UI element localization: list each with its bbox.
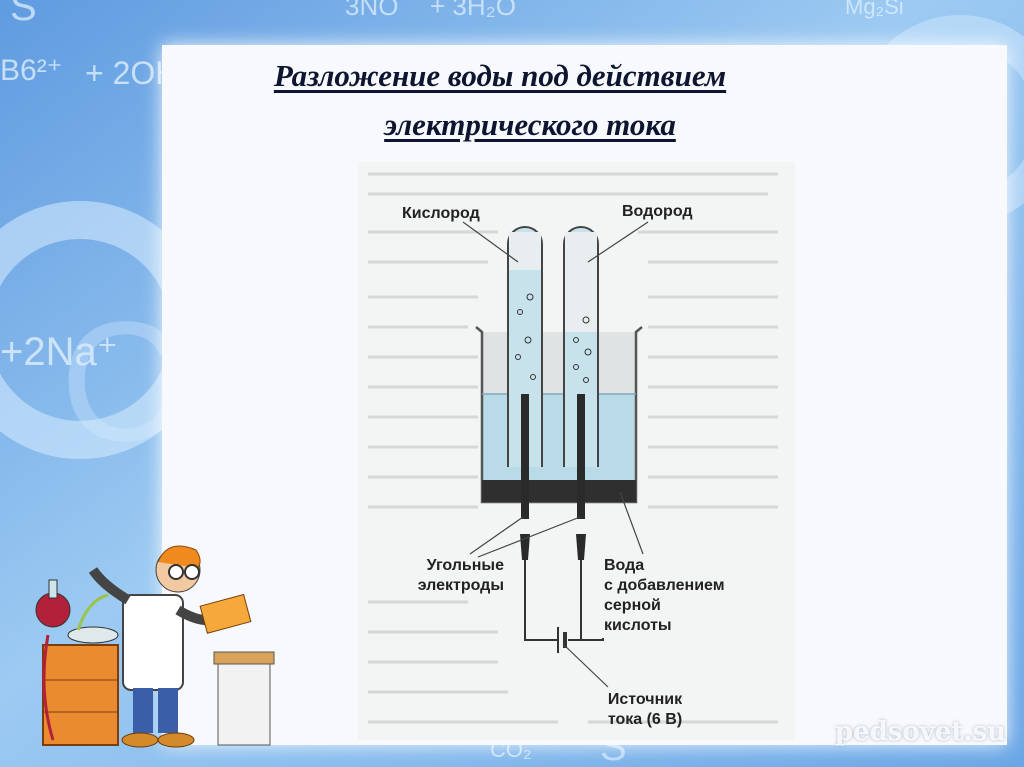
electrolysis-diagram: Кислород Водород Угольные электроды Вода… [358,162,795,740]
watermark: pedsovet.su [834,717,1006,747]
label-electrodes-line2: электроды [417,577,504,594]
bg-formula: S [10,0,37,29]
label-water: Вода с добавлением серной кислоты [604,556,725,636]
bg-formula: + 3H₂O [430,0,516,21]
label-oxygen: Кислород [402,205,480,222]
beaker [475,326,643,504]
bg-formula: B6²⁺ [0,54,63,87]
slide-title-line1: Разложение воды под действием [273,58,727,93]
label-source-line2: тока (6 В) [607,711,683,728]
apparatus-drawing [368,172,778,724]
label-power-source: Источник тока (6 В) [590,690,700,730]
label-water-line3: серной [604,597,661,614]
label-electrodes: Угольные электроды [366,556,504,596]
label-water-line1: Вода [604,557,645,574]
slide-title-line2: электрического тока [384,107,676,142]
label-water-line2: с добавлением [604,577,725,594]
label-hydrogen: Водород [622,203,693,220]
scientist-illustration [35,545,275,748]
circuit-wires [524,560,604,653]
test-tube-oxygen [507,226,543,467]
label-electrodes-line1: Угольные [426,557,504,574]
test-tube-hydrogen [563,226,599,467]
label-source-line1: Источник [607,691,683,708]
bg-formula: 3NO [345,0,398,21]
bg-formula: +2Na⁺ [0,330,118,374]
carbon-electrodes [520,394,586,560]
label-water-line4: кислоты [604,617,672,634]
bg-formula: Mg₂Si [845,0,904,19]
leader-lines [462,221,649,688]
page-text-lines [368,172,778,724]
